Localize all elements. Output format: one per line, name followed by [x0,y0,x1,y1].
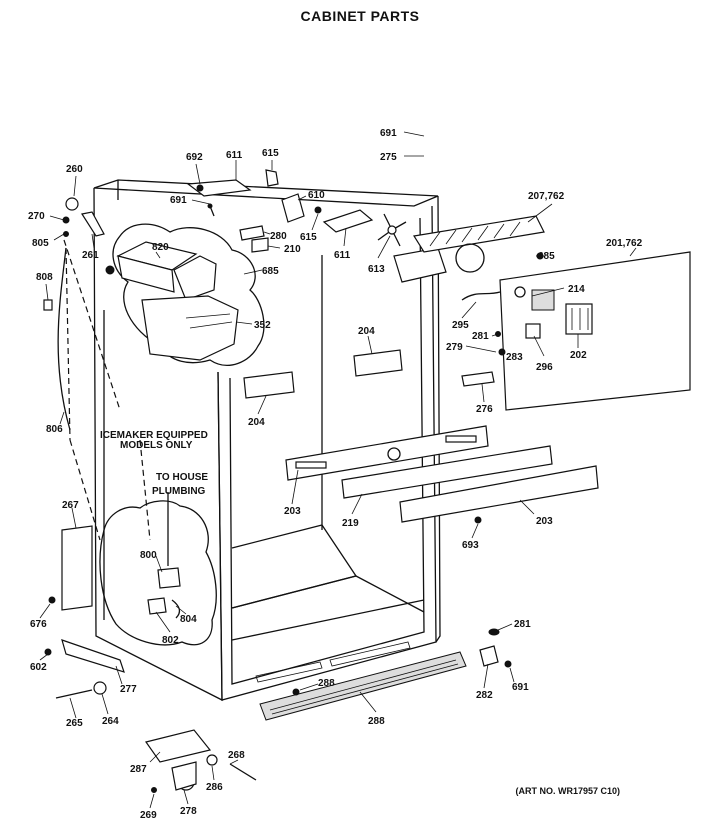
part-label-691: 691 [380,128,397,139]
part-label-611: 611 [226,150,243,161]
part-label-288: 288 [368,716,385,727]
part-label-214: 214 [568,284,585,295]
part-label-820: 820 [152,242,169,253]
part-label-281: 281 [514,619,531,630]
part-label-295: 295 [452,320,469,331]
water-valve-parts [147,492,181,619]
part-label-219: 219 [342,518,359,529]
part-label-800: 800 [140,550,157,561]
part-label-204: 204 [248,417,265,428]
part-label-270: 270 [28,211,45,222]
control-panel [461,251,691,411]
part-label-275: 275 [380,152,397,163]
part-label-261: 261 [82,250,99,261]
part-label-805: 805 [32,238,49,249]
part-label-691: 691 [170,195,187,206]
part-label-288: 288 [318,678,335,689]
part-label-802: 802 [162,635,179,646]
part-label-693: 693 [462,540,479,551]
rails [285,425,599,524]
part-label-276: 276 [476,404,493,415]
plumbing-note-line1: TO HOUSE [156,472,208,483]
left-bottom-parts [44,525,125,699]
part-label-602: 602 [30,662,47,673]
part-label-282: 282 [476,690,493,701]
part-label-202: 202 [570,350,587,361]
part-label-203: 203 [284,506,301,517]
part-label-283: 283 [506,352,523,363]
part-label-207-762: 207,762 [528,191,565,202]
part-label-278: 278 [180,806,197,817]
part-label-806: 806 [46,424,63,435]
plumbing-note-line2: PLUMBING [152,486,206,497]
part-label-804: 804 [180,614,197,625]
brackets-204 [243,349,403,399]
part-label-685: 685 [262,266,279,277]
part-label-296: 296 [536,362,553,373]
part-label-277: 277 [120,684,137,695]
part-label-808: 808 [36,272,53,283]
part-label-691: 691 [512,682,529,693]
dashed-leaders [63,239,151,541]
part-label-685: 685 [538,251,555,262]
part-label-281: 281 [472,331,489,342]
cabinet-body [93,179,441,702]
icemaker-note-line2: MODELS ONLY [120,440,193,451]
part-label-260: 260 [66,164,83,175]
icemaker-note-line1: ICEMAKER EQUIPPED [100,430,208,441]
part-label-203: 203 [536,516,553,527]
part-label-287: 287 [130,764,147,775]
part-label-615: 615 [262,148,279,159]
top-center-parts [186,169,374,253]
part-label-286: 286 [206,782,223,793]
part-label-268: 268 [228,750,245,761]
notes: ICEMAKER EQUIPPED MODELS ONLY TO HOUSE P… [100,430,208,497]
part-label-279: 279 [446,342,463,353]
leader-lines [39,131,637,809]
part-label-201-762: 201,762 [606,238,643,249]
part-label-676: 676 [30,619,47,630]
part-label-269: 269 [140,810,157,821]
evaporator-fan-parts [377,213,545,283]
part-label-692: 692 [186,152,203,163]
part-label-611: 611 [334,250,351,261]
part-label-352: 352 [254,320,271,331]
art-number: (ART NO. WR17957 C10) [515,786,620,796]
part-label-264: 264 [102,716,119,727]
part-label-267: 267 [62,500,79,511]
part-label-204: 204 [358,326,375,337]
part-label-613: 613 [368,264,385,275]
part-label-610: 610 [308,190,325,201]
ice-maker-assembly [105,241,239,361]
part-label-210: 210 [284,244,301,255]
bottom-parts [145,628,512,793]
page-title: CABINET PARTS [300,8,420,24]
part-labels: 691 275 692 611 615 691 610 260 270 805 … [28,128,643,821]
part-label-280: 280 [270,231,287,242]
part-label-615: 615 [300,232,317,243]
part-label-265: 265 [66,718,83,729]
